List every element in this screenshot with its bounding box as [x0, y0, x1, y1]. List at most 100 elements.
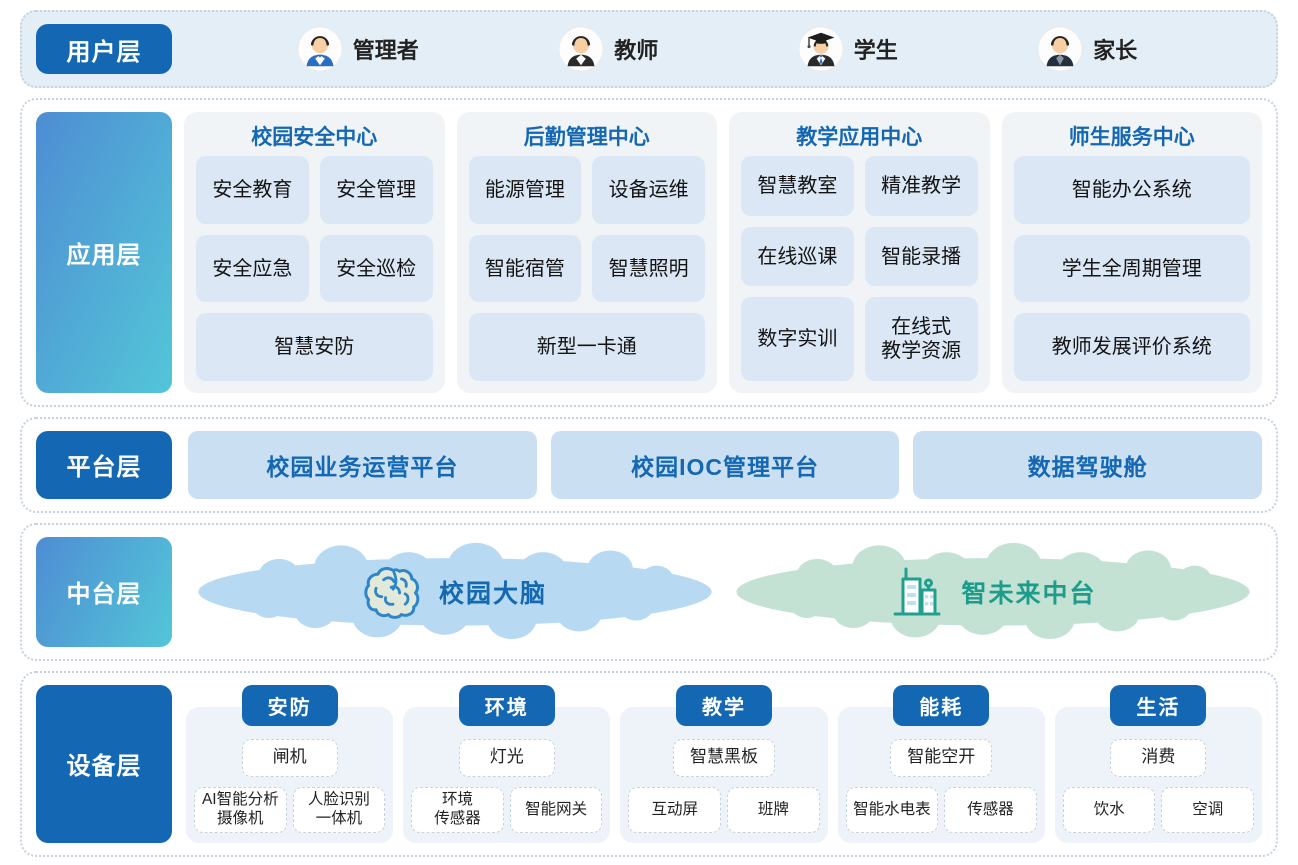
device-item: 智能水电表 — [845, 787, 939, 833]
user-layer-row: 用户层 管理者 — [20, 10, 1278, 88]
smart-future-cloud: 智未来中台 — [724, 537, 1262, 647]
user-teacher: 教师 — [558, 26, 658, 72]
center-items: 智慧教室 精准教学 在线巡课 智能录播 数字实训 在线式 教学资源 — [741, 156, 978, 382]
cloud-name: 智未来中台 — [961, 579, 1097, 608]
application-centers: 校园安全中心 安全教育 安全管理 安全应急 安全巡检 智慧安防 后勤管理中心 能… — [184, 112, 1262, 394]
platform-layer-label: 平台层 — [36, 431, 172, 499]
user-name: 家长 — [1093, 38, 1138, 63]
user-name: 学生 — [853, 38, 898, 63]
app-item: 数字实训 — [741, 297, 854, 382]
device-item-row: AI智能分析 摄像机 人脸识别 一体机 — [194, 787, 386, 833]
application-layer-label: 应用层 — [36, 112, 172, 394]
device-item: 闸机 — [241, 738, 338, 777]
app-item: 能源管理 — [468, 156, 582, 224]
device-panel: 消费 饮水 空调 — [1054, 706, 1263, 843]
device-item: 饮水 — [1062, 787, 1156, 833]
center-items: 安全教育 安全管理 安全应急 安全巡检 智慧安防 — [196, 156, 433, 382]
device-item: 智能空开 — [890, 738, 993, 777]
campus-brain-cloud: 校园大脑 — [186, 537, 724, 647]
teacher-avatar-icon — [558, 26, 604, 72]
center-items: 能源管理 设备运维 智能宿管 智慧照明 新型一卡通 — [468, 156, 705, 382]
cloud-shape — [198, 542, 712, 639]
app-item: 智能办公系统 — [1013, 156, 1250, 224]
user-admin: 管理者 — [297, 26, 419, 72]
center-title: 校园安全中心 — [251, 126, 378, 149]
device-panel: 智慧黑板 互动屏 班牌 — [620, 706, 828, 843]
app-item: 智慧教室 — [741, 156, 854, 216]
device-item: 班牌 — [727, 787, 820, 833]
center-items: 智能办公系统 学生全周期管理 教师发展评价系统 — [1013, 156, 1250, 382]
admin-avatar-icon — [297, 26, 343, 72]
device-panel: 灯光 环境 传感器 智能网关 — [403, 706, 611, 843]
device-item-row: 互动屏 班牌 — [628, 787, 820, 833]
center-teacher-student-service: 师生服务中心 智能办公系统 学生全周期管理 教师发展评价系统 — [1001, 112, 1262, 394]
user-layer-label: 用户层 — [36, 24, 172, 74]
device-group-title: 能耗 — [893, 684, 990, 726]
device-group-life: 生活 消费 饮水 空调 — [1054, 684, 1263, 843]
cloud-name: 校园大脑 — [438, 579, 547, 608]
device-item: 空调 — [1161, 787, 1255, 833]
middle-platform-layer-label: 中台层 — [36, 536, 172, 647]
app-item: 安全巡检 — [319, 234, 433, 303]
platform-item: 校园IOC管理平台 — [550, 431, 900, 499]
app-item: 精准教学 — [864, 156, 978, 216]
device-item: 环境 传感器 — [411, 787, 504, 833]
app-item: 智能宿管 — [468, 234, 582, 303]
device-panel: 闸机 AI智能分析 摄像机 人脸识别 一体机 — [186, 706, 394, 843]
device-item-row: 饮水 空调 — [1062, 787, 1255, 833]
platform-items: 校园业务运营平台 校园IOC管理平台 数据驾驶舱 — [188, 431, 1263, 499]
app-item: 学生全周期管理 — [1013, 234, 1250, 303]
device-item: 消费 — [1110, 738, 1207, 777]
center-title: 后勤管理中心 — [523, 126, 650, 149]
device-item-row: 智能水电表 传感器 — [845, 787, 1037, 833]
device-layer-row: 设备层 安防 闸机 AI智能分析 摄像机 人脸识别 一体机 环境 灯光 环境 传 — [20, 670, 1278, 857]
user-list: 管理者 教师 — [172, 26, 1262, 72]
device-group-teaching: 教学 智慧黑板 互动屏 班牌 — [620, 684, 828, 843]
device-item: 传感器 — [944, 787, 1037, 833]
platform-item: 数据驾驶舱 — [913, 431, 1263, 499]
app-item: 智慧照明 — [592, 234, 705, 303]
app-item: 智慧安防 — [196, 313, 433, 382]
device-item: 智能网关 — [509, 787, 603, 833]
app-item: 教师发展评价系统 — [1013, 313, 1250, 382]
device-item: 智慧黑板 — [673, 738, 775, 777]
app-item: 安全教育 — [196, 156, 309, 224]
device-groups: 安防 闸机 AI智能分析 摄像机 人脸识别 一体机 环境 灯光 环境 传感器 智… — [186, 684, 1263, 843]
parent-avatar-icon — [1037, 26, 1083, 72]
device-group-energy: 能耗 智能空开 智能水电表 传感器 — [837, 684, 1045, 843]
center-logistics: 后勤管理中心 能源管理 设备运维 智能宿管 智慧照明 新型一卡通 — [456, 112, 717, 394]
app-item: 安全应急 — [196, 234, 309, 303]
device-item-row: 环境 传感器 智能网关 — [411, 787, 603, 833]
user-student: 学生 — [798, 26, 898, 72]
user-parent: 家长 — [1037, 26, 1137, 72]
device-item: 互动屏 — [628, 787, 722, 833]
device-layer-label: 设备层 — [36, 684, 172, 843]
device-panel: 智能空开 智能水电表 传感器 — [837, 706, 1045, 843]
app-item: 新型一卡通 — [468, 313, 705, 382]
device-item: AI智能分析 摄像机 — [194, 787, 287, 833]
center-campus-security: 校园安全中心 安全教育 安全管理 安全应急 安全巡检 智慧安防 — [184, 112, 445, 394]
brain-icon — [364, 566, 420, 619]
device-group-title: 教学 — [676, 684, 772, 726]
device-group-title: 生活 — [1110, 684, 1207, 726]
device-group-security: 安防 闸机 AI智能分析 摄像机 人脸识别 一体机 — [186, 684, 394, 843]
app-item: 在线巡课 — [741, 226, 854, 287]
app-item: 设备运维 — [592, 156, 705, 224]
app-item: 在线式 教学资源 — [864, 297, 978, 382]
center-title: 师生服务中心 — [1068, 126, 1195, 149]
middle-platform-layer-row: 中台层 — [20, 522, 1278, 661]
student-avatar-icon — [798, 26, 844, 72]
device-item: 人脸识别 一体机 — [292, 787, 386, 833]
user-name: 教师 — [614, 38, 659, 63]
app-item: 智能录播 — [864, 226, 978, 287]
platform-item: 校园业务运营平台 — [188, 431, 537, 499]
application-layer-row: 应用层 校园安全中心 安全教育 安全管理 安全应急 安全巡检 智慧安防 后勤管理… — [20, 98, 1278, 408]
middle-platform-clouds: 校园大脑 — [186, 537, 1262, 647]
app-item: 安全管理 — [319, 156, 433, 224]
center-title: 教学应用中心 — [796, 126, 923, 149]
device-group-title: 环境 — [458, 684, 555, 726]
device-item: 灯光 — [458, 738, 555, 777]
user-name: 管理者 — [352, 38, 419, 63]
device-group-title: 安防 — [241, 684, 338, 726]
